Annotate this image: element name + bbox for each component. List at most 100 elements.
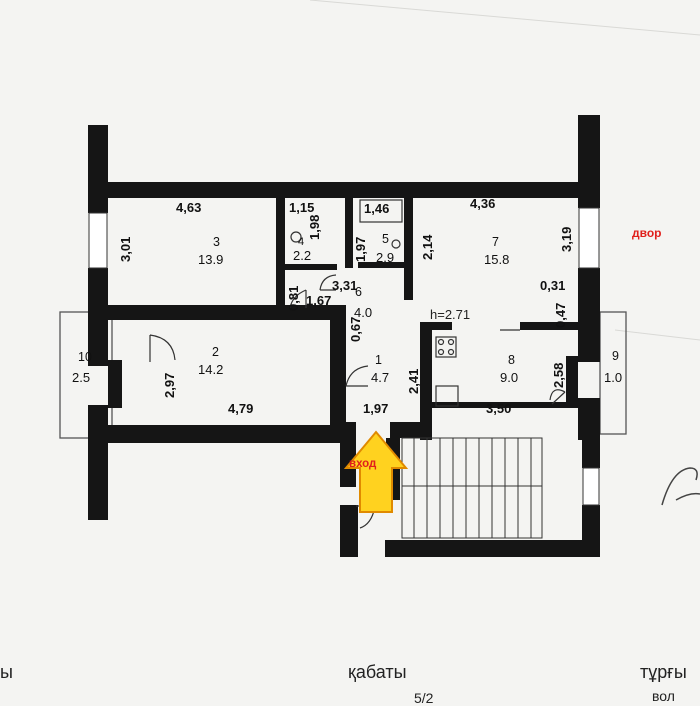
wall-segment [566,356,578,404]
room-area: 2.2 [293,248,311,263]
wall-segment [285,264,337,270]
paper-crease [309,0,700,36]
wall-segment [340,422,356,487]
kitchen-sink-icon [435,385,459,407]
dimension-label: 2,41 [406,369,421,394]
room-area: 15.8 [484,252,509,267]
room-number: 8 [508,353,515,367]
door-swing [289,289,307,309]
window [582,467,600,506]
dimension-label: 1,15 [289,200,314,215]
room-area: 9.0 [500,370,518,385]
door-swing [149,334,176,362]
wall-segment [108,360,122,408]
stove-burner [447,348,455,356]
dimension-label: 3,50 [486,401,511,416]
paper-crease [614,329,700,341]
stair-steps [413,438,532,538]
room-number: 9 [612,349,619,363]
wall-segment [404,198,413,300]
room-area: 4.0 [354,305,372,320]
room-area: 13.9 [198,252,223,267]
dimension-label: 1,97 [353,237,368,262]
dimension-label: 3,01 [118,237,133,262]
courtyard-label: двор [632,226,662,240]
dimension-label: 1,46 [364,201,389,216]
windows [88,207,600,506]
dimension-label: 4,36 [470,196,495,211]
room-area: 14.2 [198,362,223,377]
room-number: 5 [382,232,389,246]
room-number: 6 [355,285,362,299]
wall-segment [582,440,600,468]
stove-burner [437,348,445,356]
fixtures [290,199,459,407]
wall-segment [420,322,432,440]
footer-bottom-center-text: 5/2 [414,690,434,706]
wall-segment [88,425,346,443]
dimension-label: 4,79 [228,401,253,416]
room-area: 2.9 [376,250,394,265]
wall-segment [340,505,358,557]
wall-segment [520,322,580,330]
room-number: 1 [375,353,382,367]
dimension-label: 1,97 [363,401,388,416]
dimension-label: 3,31 [332,278,357,293]
wall-segment [276,198,285,308]
wall-segment [432,402,582,408]
dimension-label: 0,67 [348,317,363,342]
stove-burner [447,338,455,346]
signature-mark [661,467,700,506]
sink-icon [391,239,401,249]
window [578,207,600,269]
entrance-arrow-icon [343,430,409,513]
room-area: 1.0 [604,370,622,385]
footer-bottom-right-text: вол [652,688,675,704]
wall-segment [330,305,346,443]
door-swing [345,365,369,387]
dimension-label: 0,47 [553,303,568,328]
room-area: 4.7 [371,370,389,385]
wall-top [88,182,600,198]
wall-segment [88,305,343,320]
wall-segment [390,422,432,438]
dimension-label: 1,67 [306,293,331,308]
dimension-label: 0,81 [286,286,301,311]
stair-outline [401,437,543,539]
footer-left-text: ы [0,662,13,682]
footer-right-text: тұрғы [640,662,687,682]
walls [88,115,600,557]
wall-segment [345,198,353,268]
dimension-label: 3,19 [559,227,574,252]
staircase [401,437,543,539]
wall-segment [88,125,108,213]
dimension-label: 1,98 [307,215,322,240]
wall-segment [578,268,600,362]
room-number: 7 [492,235,499,249]
dimension-label: 4,63 [176,200,201,215]
wall-segment [385,540,600,557]
ceiling-height-note: h=2.71 [430,307,470,322]
room-area: 2.5 [72,370,90,385]
dimension-label: 2,97 [162,373,177,398]
door-swing [549,389,566,405]
window [88,212,108,269]
wall-segment [432,322,452,330]
wall-segment [88,405,108,520]
room-number: 3 [213,235,220,249]
stove-icon [435,336,457,358]
balcony-9-outline [599,311,627,435]
room-number: 2 [212,345,219,359]
bathtub-icon [359,199,403,223]
footer-center-text: қабаты [348,662,407,682]
entrance-label: вход [349,458,377,470]
stove-burner [437,338,445,346]
sink-icon [290,231,302,243]
wall-segment [578,398,600,440]
wall-segment [358,262,406,268]
room-number: 10 [78,350,92,364]
dimension-label: 2,58 [551,363,566,388]
dimension-label: 0,31 [540,278,565,293]
